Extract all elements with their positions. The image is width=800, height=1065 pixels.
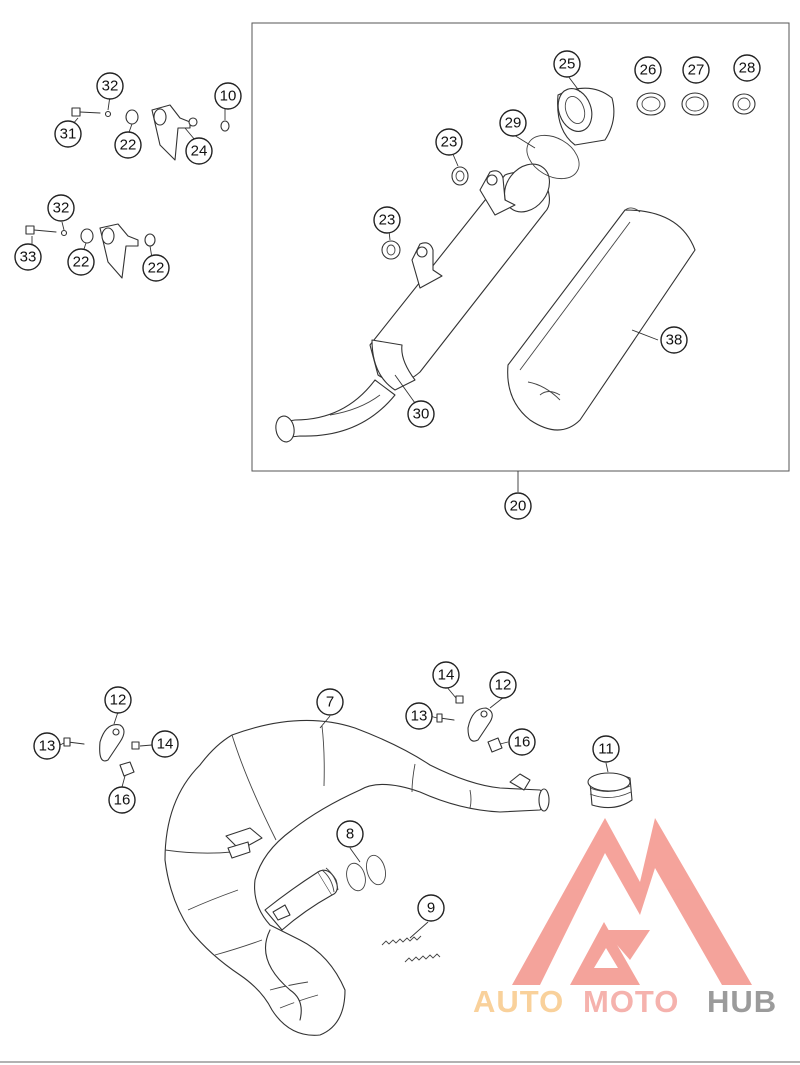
automotohub-logo: AUTO MOTO HUB xyxy=(473,818,777,1019)
callout-30: 30 xyxy=(407,400,435,428)
callout-25: 25 xyxy=(553,50,581,78)
callout-31: 31 xyxy=(54,120,82,148)
callout-16: 16 xyxy=(508,728,536,756)
svg-text:22: 22 xyxy=(73,254,90,271)
svg-text:14: 14 xyxy=(438,667,455,684)
mount-hardware-lower xyxy=(25,223,156,279)
callout-32: 32 xyxy=(96,72,124,100)
end-cap-part xyxy=(557,87,615,146)
svg-text:31: 31 xyxy=(60,126,77,143)
callout-9: 9 xyxy=(417,894,445,922)
callout-29: 29 xyxy=(499,109,527,137)
svg-text:28: 28 xyxy=(739,60,756,77)
svg-text:27: 27 xyxy=(688,62,705,79)
svg-text:13: 13 xyxy=(411,708,428,725)
callout-33: 33 xyxy=(14,243,42,271)
callout-26: 26 xyxy=(634,56,662,84)
silencer-body-part xyxy=(275,163,551,443)
grommet-23-lower-part xyxy=(381,240,401,260)
svg-text:23: 23 xyxy=(441,134,458,151)
spring-9-part xyxy=(381,935,441,963)
gasket-8b-part xyxy=(366,854,386,886)
callout-23: 23 xyxy=(373,206,401,234)
logo-text-hub: HUB xyxy=(707,984,777,1019)
callout-13: 13 xyxy=(33,732,61,760)
callout-20: 20 xyxy=(504,492,532,520)
ring-27-part xyxy=(681,92,709,116)
logo-text-auto: AUTO xyxy=(473,984,564,1019)
grommet-23-upper-part xyxy=(451,166,469,186)
callout-23: 23 xyxy=(435,128,463,156)
svg-text:22: 22 xyxy=(148,260,165,277)
silencer-assembly-frame xyxy=(251,22,790,472)
mount-hardware-upper xyxy=(71,104,230,161)
svg-text:10: 10 xyxy=(220,88,237,105)
gasket-29-part xyxy=(526,134,580,180)
callout-22: 22 xyxy=(114,131,142,159)
svg-text:16: 16 xyxy=(114,792,131,809)
manifold-sleeve-part xyxy=(587,772,633,809)
svg-text:22: 22 xyxy=(120,137,137,154)
svg-text:16: 16 xyxy=(514,734,531,751)
svg-text:23: 23 xyxy=(379,212,396,229)
svg-text:32: 32 xyxy=(102,78,119,95)
callout-38: 38 xyxy=(660,326,688,354)
callout-11: 11 xyxy=(592,735,620,763)
logo-text-moto: MOTO xyxy=(583,984,679,1019)
svg-text:32: 32 xyxy=(53,200,70,217)
svg-text:11: 11 xyxy=(598,741,614,758)
callout-32: 32 xyxy=(47,194,75,222)
callout-10: 10 xyxy=(214,82,242,110)
callout-12: 12 xyxy=(489,671,517,699)
svg-text:24: 24 xyxy=(191,143,208,160)
logo-triangle-mark xyxy=(512,818,752,985)
svg-text:25: 25 xyxy=(559,56,576,73)
exhaust-pipe-part xyxy=(164,719,550,1036)
ring-28-part xyxy=(732,93,756,115)
svg-text:8: 8 xyxy=(346,826,354,843)
svg-text:20: 20 xyxy=(510,498,527,515)
svg-text:38: 38 xyxy=(666,332,683,349)
callout-12: 12 xyxy=(104,686,132,714)
callout-27: 27 xyxy=(682,56,710,84)
callout-24: 24 xyxy=(185,137,213,165)
insulation-wrap-part xyxy=(507,207,696,431)
callout-28: 28 xyxy=(733,54,761,82)
svg-text:12: 12 xyxy=(110,692,127,709)
gasket-8a-part xyxy=(346,862,366,892)
bracket-left-part xyxy=(63,724,140,777)
callout-16: 16 xyxy=(108,786,136,814)
svg-text:12: 12 xyxy=(495,677,512,694)
bracket-right-part xyxy=(436,695,503,753)
svg-text:13: 13 xyxy=(39,738,56,755)
callout-22: 22 xyxy=(142,254,170,282)
callout-22: 22 xyxy=(67,248,95,276)
callout-13: 13 xyxy=(405,702,433,730)
svg-text:7: 7 xyxy=(326,694,334,711)
callout-14: 14 xyxy=(432,661,460,689)
callout-14: 14 xyxy=(151,730,179,758)
svg-text:29: 29 xyxy=(505,115,522,132)
svg-text:14: 14 xyxy=(157,736,174,753)
svg-text:33: 33 xyxy=(20,249,37,266)
ring-26-part xyxy=(636,92,666,116)
callout-7: 7 xyxy=(316,688,344,716)
svg-text:9: 9 xyxy=(427,900,435,917)
svg-text:26: 26 xyxy=(640,62,657,79)
svg-text:30: 30 xyxy=(413,406,430,423)
callout-8: 8 xyxy=(336,820,364,848)
